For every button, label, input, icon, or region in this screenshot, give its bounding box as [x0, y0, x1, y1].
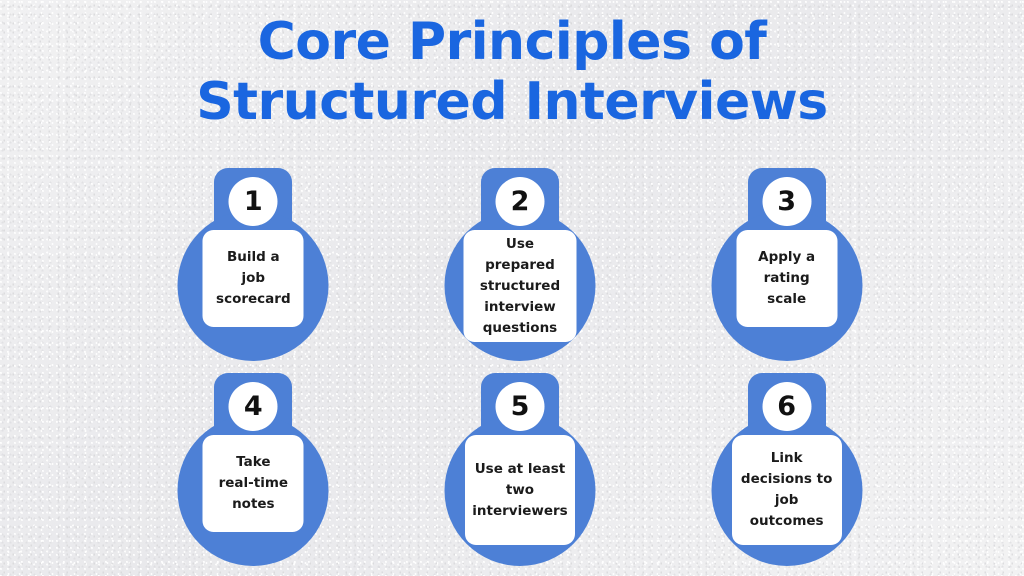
principle-card-1[interactable]: 1 Build a job scorecard	[120, 160, 387, 365]
card-number-badge: 4	[228, 382, 278, 431]
card-label-text: Use prepared structured interview questi…	[463, 230, 577, 342]
card-number-badge: 5	[495, 382, 545, 431]
principle-card-2[interactable]: 2 Use prepared structured interview ques…	[387, 160, 654, 365]
principles-grid: 1 Build a job scorecard 2 Use prepared s…	[120, 160, 920, 570]
principle-card-3[interactable]: 3 Apply a rating scale	[653, 160, 920, 365]
card-number-badge: 1	[228, 177, 278, 226]
principle-card-5[interactable]: 5 Use at least two interviewers	[387, 365, 654, 570]
card-label-text: Apply a rating scale	[736, 230, 838, 327]
card-label-text: Use at least two interviewers	[464, 435, 575, 545]
card-label-text: Build a job scorecard	[202, 230, 304, 327]
principle-card-4[interactable]: 4 Take real-time notes	[120, 365, 387, 570]
page-title: Core Principles of Structured Interviews	[196, 12, 828, 132]
card-label-text: Take real-time notes	[202, 435, 304, 532]
card-number-badge: 3	[762, 177, 812, 226]
principle-card-6[interactable]: 6 Link decisions to job outcomes	[653, 365, 920, 570]
card-number-badge: 2	[495, 177, 545, 226]
card-number-badge: 6	[762, 382, 812, 431]
card-label-text: Link decisions to job outcomes	[731, 435, 842, 545]
